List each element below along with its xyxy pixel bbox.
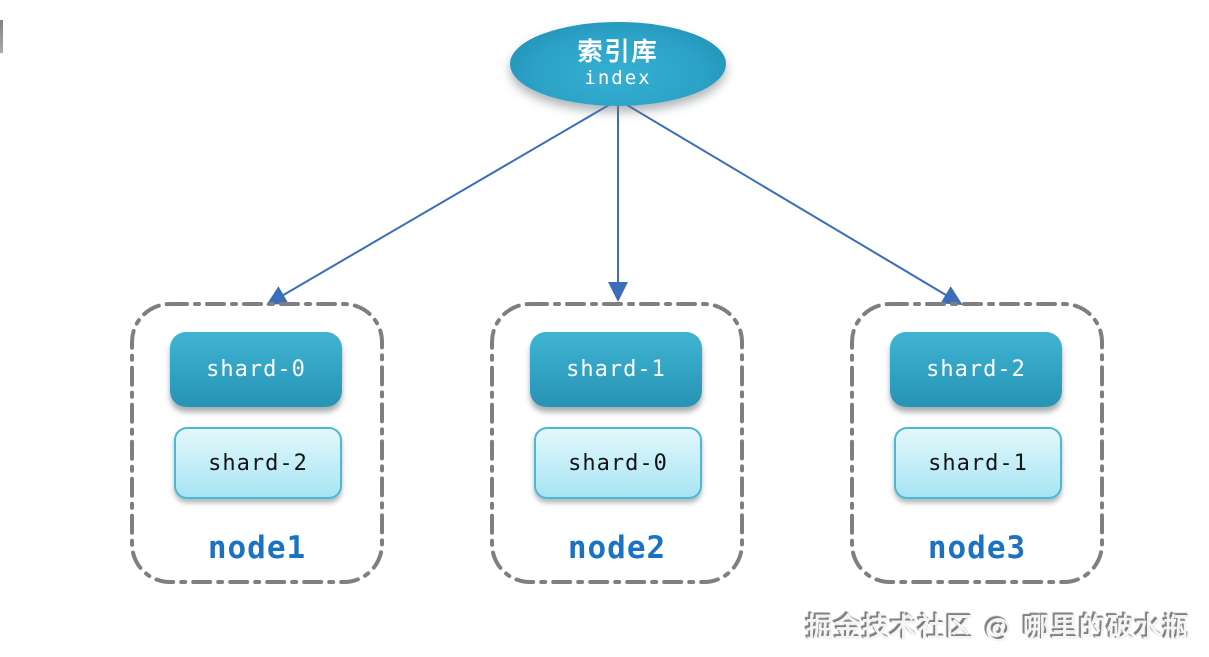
node3-replica-shard-label: shard-1 bbox=[928, 450, 1028, 476]
node1-label: node1 bbox=[207, 530, 307, 566]
node2-box: shard-1 shard-0 node2 bbox=[488, 300, 746, 586]
node2-label: node2 bbox=[567, 530, 667, 566]
node1-box: shard-0 shard-2 node1 bbox=[128, 300, 386, 586]
node2-primary-shard: shard-1 bbox=[530, 332, 702, 407]
node3-primary-shard-label: shard-2 bbox=[926, 357, 1026, 382]
left-edge-artifact bbox=[0, 20, 3, 53]
node1-replica-shard: shard-2 bbox=[174, 427, 342, 499]
node3-dashed-border bbox=[850, 302, 1104, 584]
node1-replica-shard-label: shard-2 bbox=[208, 450, 308, 476]
index-ellipse: 索引库 index bbox=[510, 22, 726, 106]
node2-primary-shard-label: shard-1 bbox=[566, 357, 666, 382]
node2-replica-shard-label: shard-0 bbox=[568, 450, 668, 476]
node2-dashed-border bbox=[490, 302, 744, 584]
node3-label: node3 bbox=[927, 530, 1027, 566]
index-title: 索引库 bbox=[577, 37, 659, 67]
watermark-text: 掘金技术社区 @ 哪里的破水瓶 bbox=[806, 613, 1191, 644]
node3-primary-shard: shard-2 bbox=[890, 332, 1062, 407]
node1-primary-shard-label: shard-0 bbox=[206, 357, 306, 382]
node1-dashed-border bbox=[130, 302, 384, 584]
node3-replica-shard: shard-1 bbox=[894, 427, 1062, 499]
node1-primary-shard: shard-0 bbox=[170, 332, 342, 407]
node3-box: shard-2 shard-1 node3 bbox=[848, 300, 1106, 586]
node2-replica-shard: shard-0 bbox=[534, 427, 702, 499]
arrow-index-to-node3 bbox=[621, 101, 963, 306]
index-subtitle: index bbox=[584, 66, 652, 89]
arrow-index-to-node1 bbox=[266, 101, 615, 306]
